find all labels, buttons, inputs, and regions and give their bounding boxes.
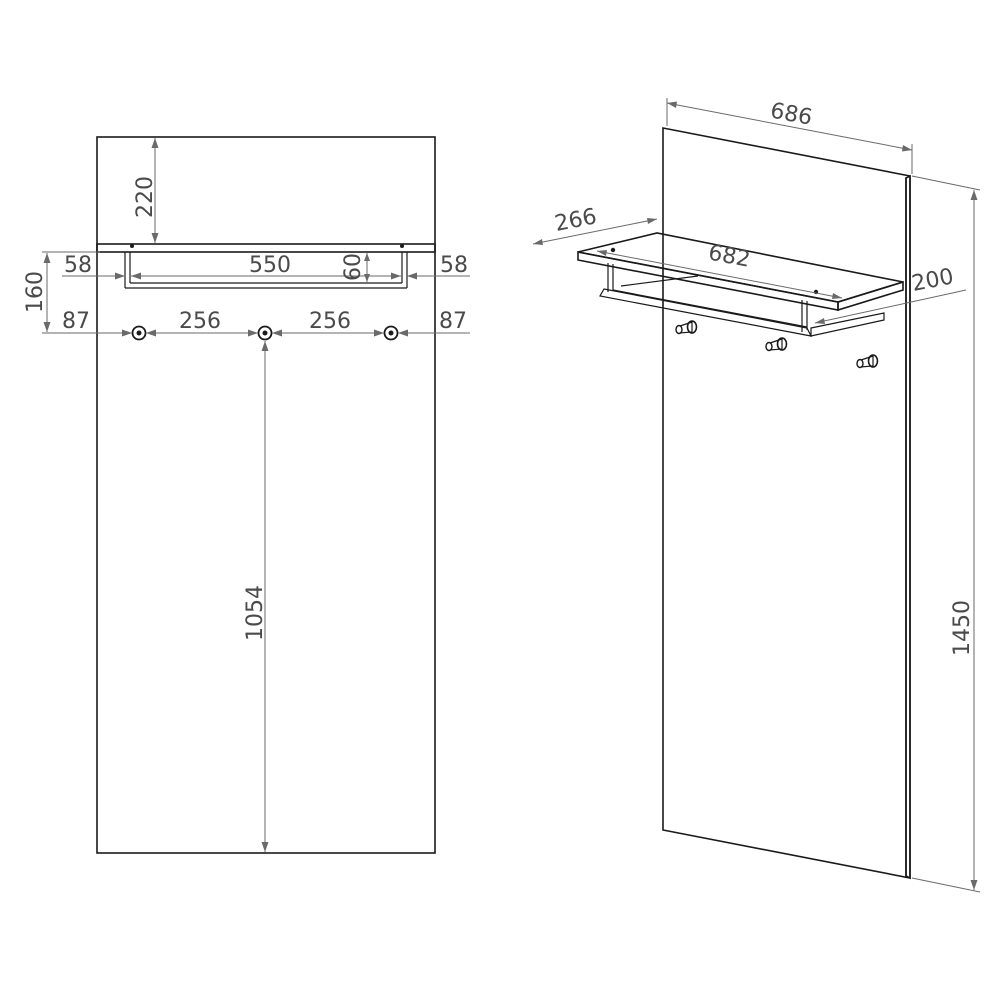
dim-text-rail-depth: 200 (910, 264, 956, 297)
front-shelf (96, 243, 436, 253)
front-panel (96, 136, 436, 854)
dimension-shelf-depth: 266 (532, 204, 658, 245)
perspective-view: 686 266 682 200 1450 (532, 98, 981, 893)
front-rail (124, 252, 408, 289)
dim-text-rail-drop: 60 (341, 253, 366, 281)
dimension-rail-drop: 60 (341, 253, 370, 282)
dimension-shelf-top-gap: 220 (133, 138, 159, 243)
front-view: 220 160 58 550 58 (23, 136, 470, 854)
perspective-shelf (577, 232, 904, 312)
dim-text-shelf-width: 682 (706, 240, 752, 272)
shelf-screw-left (130, 244, 134, 248)
dim-text-hook-right-offset: 87 (439, 309, 467, 334)
dimension-rail-row: 58 550 58 (62, 253, 470, 280)
perspective-rail (599, 263, 885, 337)
dim-text-hook-spacing-2: 256 (309, 309, 351, 334)
dimension-panel-height: 1450 (911, 175, 981, 893)
dim-text-left-side-offset: 58 (64, 253, 92, 278)
hook-left (131, 325, 147, 341)
dim-text-hook-height: 160 (23, 271, 48, 313)
dimension-hook-row: 87 256 256 87 (42, 309, 470, 337)
hook-right (383, 325, 399, 341)
perspective-panel-front (662, 127, 911, 879)
dimension-hook-to-bottom: 1054 (243, 341, 269, 852)
dim-text-hook-spacing-1: 256 (179, 309, 221, 334)
perspective-hook-right (856, 354, 879, 369)
dim-text-panel-width: 686 (768, 98, 814, 130)
dim-text-right-side-offset: 58 (440, 253, 468, 278)
perspective-hook-center (765, 337, 788, 352)
dim-text-shelf-top-gap: 220 (133, 176, 158, 218)
dim-text-panel-height: 1450 (950, 600, 975, 656)
dim-text-hook-to-bottom: 1054 (243, 585, 268, 641)
perspective-hook-left (675, 320, 698, 335)
dim-text-hook-left-offset: 87 (62, 309, 90, 334)
dim-text-rail-width: 550 (249, 253, 291, 278)
shelf-screw-right (400, 244, 404, 248)
hook-center (257, 325, 273, 341)
dimension-shelf-width: 682 (596, 240, 843, 299)
